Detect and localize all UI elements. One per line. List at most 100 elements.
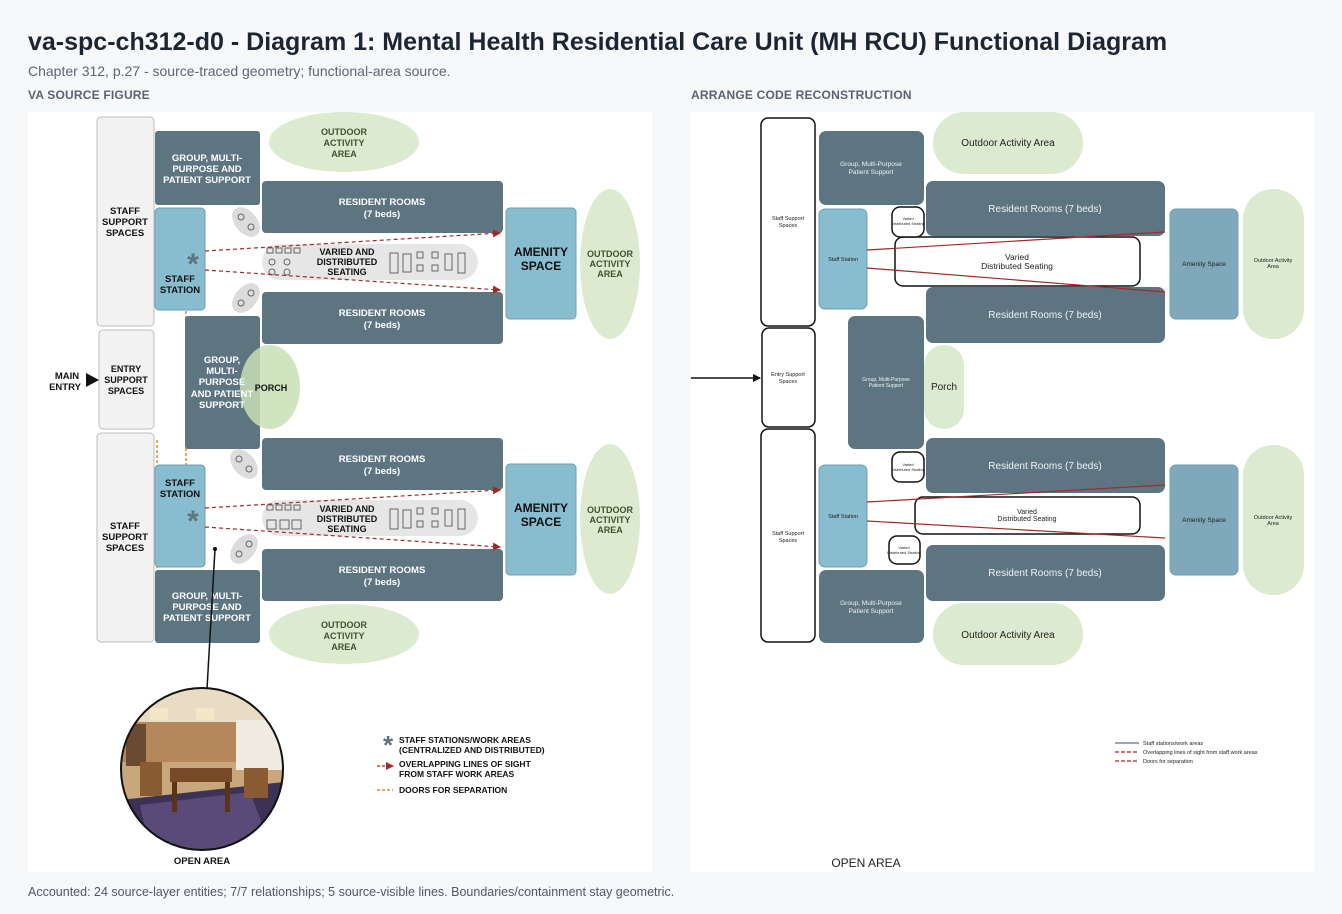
legend-sight-1: OVERLAPPING LINES OF SIGHT: [399, 759, 532, 769]
r-sight-line: [866, 520, 1166, 539]
r-entry-1: Entry Support: [771, 372, 805, 378]
open-area-leader-line: [206, 548, 216, 690]
group-mid-4: AND PATIENT: [191, 389, 254, 400]
open-area-label: OPEN AREA: [174, 856, 230, 867]
r-staff-station-bottom: [818, 464, 868, 568]
r-group-bot-2: Patient Support: [849, 608, 894, 615]
group-top-2: PURPOSE AND: [172, 164, 241, 175]
r-resident-rooms-1: [926, 181, 1165, 236]
r-outdoor-top: [933, 112, 1083, 174]
group-support-mid: [185, 316, 260, 449]
page-subtitle: Chapter 312, p.27 - source-traced geomet…: [28, 63, 451, 79]
r-legend-sight: Overlapping lines of sight from staff wo…: [1143, 750, 1258, 756]
r-outdoor-bottom: [933, 603, 1083, 665]
r-porch-label: Porch: [931, 382, 957, 393]
main-entry-2: ENTRY: [49, 382, 82, 393]
legend-sight-2: FROM STAFF WORK AREAS: [399, 769, 515, 779]
r-varied-seating-bottom: [914, 496, 1141, 535]
r-staff-station-top: [818, 208, 868, 310]
sight-line: [204, 229, 501, 252]
resident-rooms-3: [262, 438, 503, 490]
varied-seating-bottom: [262, 500, 478, 536]
r-rr2-label: Resident Rooms (7 beds): [988, 310, 1101, 321]
seating-top-1: VARIED AND: [319, 247, 375, 257]
group-bot-2: PURPOSE AND: [172, 602, 241, 613]
r-staff-station-top-label: Staff Station: [828, 257, 858, 263]
r-entry-2: Spaces: [779, 379, 798, 385]
r-group-mid-2: Patient Support: [869, 383, 904, 389]
staff-station-bottom: [154, 464, 206, 568]
varied-seating-top: [262, 244, 478, 280]
amenity-space-bottom: [505, 463, 577, 576]
group-top-1: GROUP, MULTI-: [172, 153, 242, 164]
r-pod2-2: Distributed Seating: [891, 467, 925, 472]
reconstruction-panel: Outdoor Activity Area Outdoor Activity A…: [691, 112, 1314, 872]
r-group-top: [819, 131, 924, 205]
outdoor-label-top-3: AREA: [331, 149, 357, 159]
r-resident-rooms-2: [926, 287, 1165, 343]
group-support-bottom: [155, 570, 260, 643]
staff-support-bot-1: STAFF: [110, 521, 140, 532]
r-rr3-label: Resident Rooms (7 beds): [988, 461, 1101, 472]
main-entry-1: MAIN: [55, 371, 79, 382]
r-group-top-2: Patient Support: [849, 169, 894, 176]
seating-top-2: DISTRIBUTED: [317, 257, 378, 267]
r-seating-pod: [891, 206, 925, 238]
r-amenity-bottom: [1169, 464, 1239, 576]
rr3-label-2: (7 beds): [364, 466, 400, 477]
amenity-bot-1: AMENITY: [514, 501, 568, 515]
entry-support-3: SPACES: [108, 386, 144, 396]
r-sight-line: [866, 231, 1166, 251]
group-bot-1: GROUP, MULTI-: [172, 591, 242, 602]
entry-support-spaces: [98, 329, 155, 430]
sight-line: [204, 269, 501, 294]
r-resident-rooms-3: [926, 438, 1165, 493]
outdoor-label-rt-3: AREA: [597, 269, 623, 279]
outdoor-label-bot-3: AREA: [331, 642, 357, 652]
page-title: va-spc-ch312-d0 - Diagram 1: Mental Heal…: [28, 28, 1168, 56]
group-bot-3: PATIENT SUPPORT: [163, 613, 251, 624]
r-rr1-label: Resident Rooms (7 beds): [988, 204, 1101, 215]
amenity-space-top: [505, 207, 577, 320]
rr4-label-2: (7 beds): [364, 577, 400, 588]
r-seating-bot-1: Varied: [1017, 509, 1037, 516]
rr1-label-1: RESIDENT ROOMS: [339, 197, 426, 208]
r-pod3-2: Distributed Seating: [887, 550, 921, 555]
outdoor-label-rt-2: ACTIVITY: [589, 259, 630, 269]
staff-support-spaces-top: [96, 116, 155, 327]
outdoor-label-top-1: OUTDOOR: [321, 127, 367, 137]
outdoor-area-right-top: [580, 189, 640, 339]
staff-station-top-1: STAFF: [165, 274, 195, 285]
r-staff-top-1: Staff Support: [772, 216, 804, 222]
r-sight-line: [866, 484, 1166, 503]
r-staff-support-top: [760, 117, 816, 327]
r-seating-pod: [891, 451, 925, 483]
r-pod3-1: Varied: [898, 545, 909, 550]
r-amenity-top-label: Amenity Space: [1182, 261, 1226, 268]
r-pod1-2: Distributed Seating: [891, 221, 925, 226]
legend-asterisk-icon: *: [383, 730, 394, 760]
seating-bot-3: SEATING: [327, 524, 366, 534]
r-group-mid: [848, 316, 924, 449]
seating-bot-1: VARIED AND: [319, 504, 375, 514]
amenity-top-2: SPACE: [521, 259, 561, 273]
r-open-area-label: OPEN AREA: [831, 856, 900, 870]
staff-station-bot-2: STATION: [160, 489, 200, 500]
open-area-photo-frame: [120, 687, 284, 851]
asterisk-icon: *: [187, 505, 199, 538]
rr2-label-1: RESIDENT ROOMS: [339, 308, 426, 319]
r-staff-bot-1: Staff Support: [772, 531, 804, 537]
r-entry-support: [761, 327, 816, 428]
staff-support-bot-2: SUPPORT: [102, 532, 148, 543]
rr1-label-2: (7 beds): [364, 209, 400, 220]
r-outdoor-right-top: [1243, 189, 1304, 339]
staff-station-bot-1: STAFF: [165, 478, 195, 489]
amenity-top-1: AMENITY: [514, 245, 568, 259]
r-varied-seating-top: [894, 236, 1141, 287]
porch-label: PORCH: [255, 383, 288, 393]
staff-station-top-2: STATION: [160, 285, 200, 296]
r-staff-top-2: Spaces: [779, 223, 798, 229]
main-entry-arrow-icon: [86, 373, 99, 387]
r-rr4-label: Resident Rooms (7 beds): [988, 568, 1101, 579]
r-group-mid-1: Group, Multi-Purpose: [862, 377, 910, 383]
